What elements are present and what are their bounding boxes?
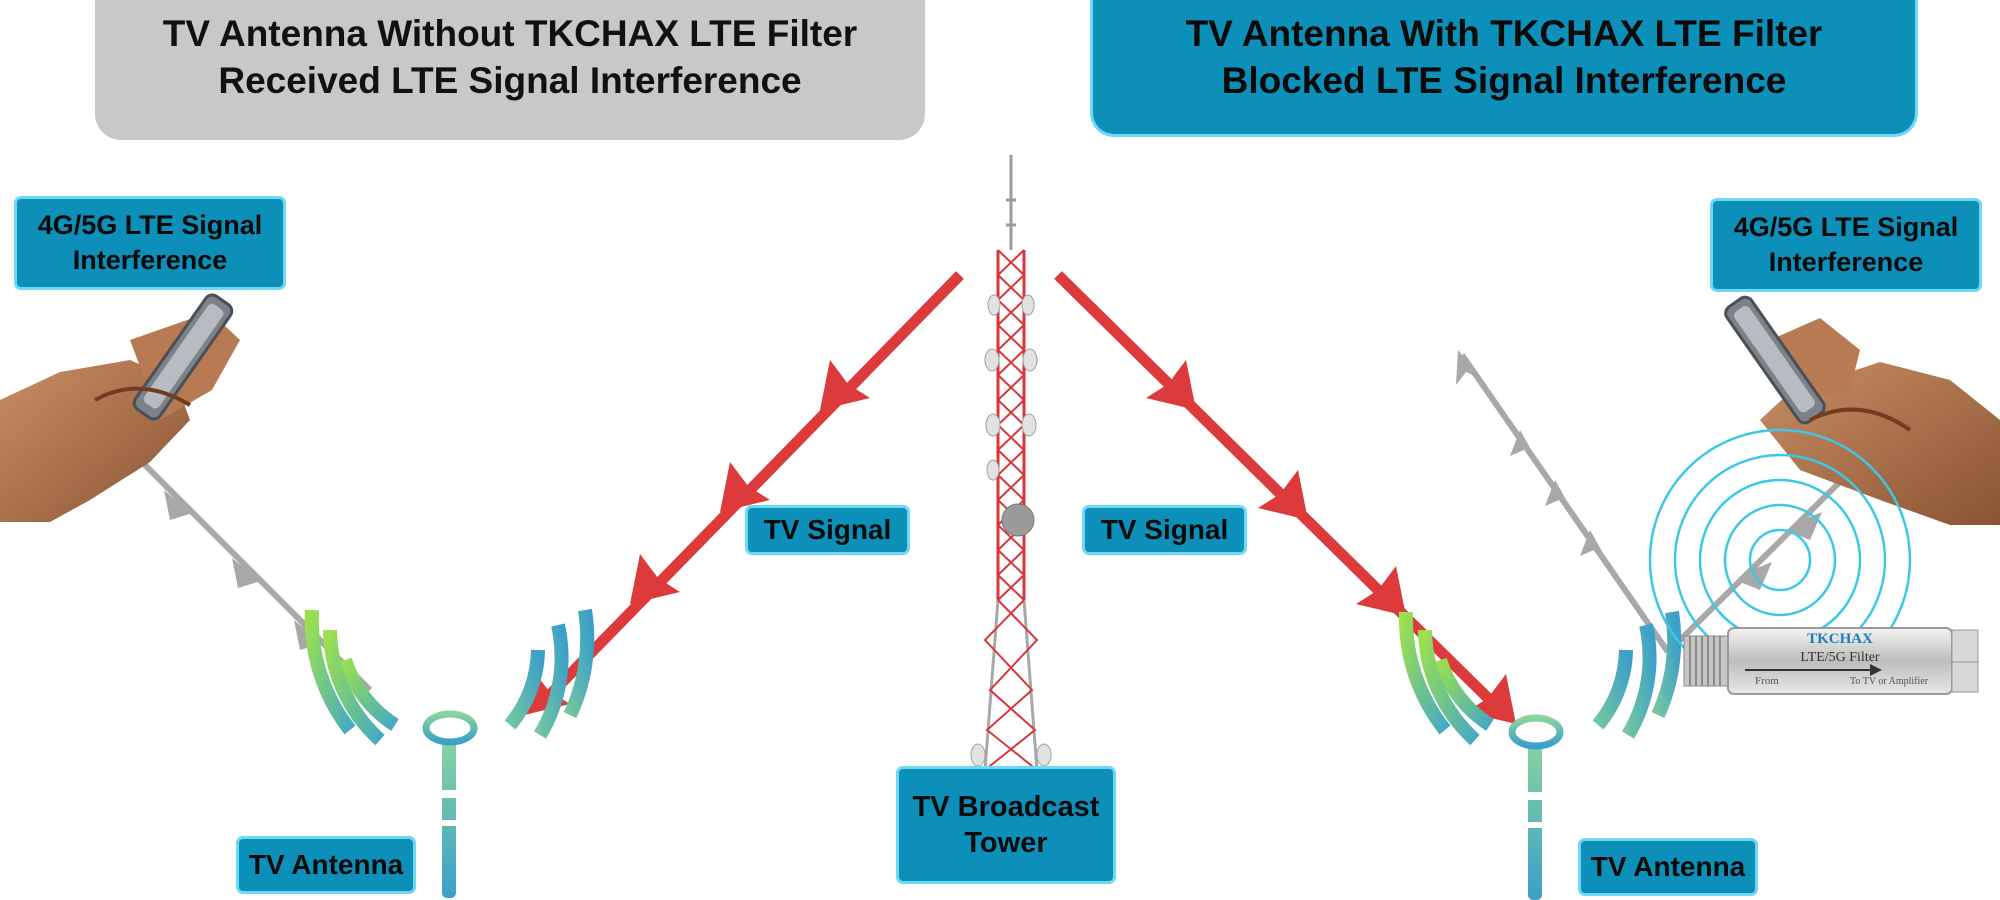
banner-left-line2: Received LTE Signal Interference (218, 60, 802, 101)
tv-antenna-icon (1398, 610, 1682, 900)
lte-label-right-line1: 4G/5G LTE Signal (1733, 212, 1959, 242)
smartphone-hand-icon (1724, 295, 2000, 525)
filter-brand: TKCHAX (1807, 631, 1873, 647)
banner-without-filter: TV Antenna Without TKCHAX LTE Filter Rec… (95, 0, 925, 140)
smartphone-hand-icon (0, 293, 240, 522)
tv-antenna-right-text: TV Antenna (1590, 851, 1746, 882)
lte-label-right-line2: Interference (1768, 247, 1924, 277)
lte-filter-icon: TKCHAX LTE/5G Filter From To TV or Ampli… (1683, 627, 1979, 695)
lte-interference-label-left: 4G/5G LTE Signal Interference (14, 196, 286, 290)
tv-antenna-label-left: TV Antenna (236, 836, 416, 894)
tv-signal-label-right: TV Signal (1082, 505, 1247, 555)
banner-with-filter: TV Antenna With TKCHAX LTE Filter Blocke… (1090, 0, 1918, 137)
tv-antenna-icon (304, 608, 595, 898)
banner-left-line1: TV Antenna Without TKCHAX LTE Filter (162, 13, 858, 54)
lte-interference-label-right: 4G/5G LTE Signal Interference (1710, 198, 1982, 292)
tv-signal-left-text: TV Signal (763, 514, 892, 545)
tower-label-line2: Tower (964, 827, 1048, 859)
lte-label-left-line1: 4G/5G LTE Signal (37, 210, 263, 240)
lte-label-left-line2: Interference (72, 245, 228, 275)
banner-right-line2: Blocked LTE Signal Interference (1221, 60, 1787, 101)
banner-right-line1: TV Antenna With TKCHAX LTE Filter (1185, 13, 1823, 54)
tower-label-line1: TV Broadcast (912, 791, 1100, 823)
filter-from: From (1755, 675, 1779, 687)
tv-broadcast-tower-label: TV Broadcast Tower (896, 766, 1116, 884)
tv-signal-arrow-right (1054, 271, 1516, 724)
tv-antenna-left-text: TV Antenna (248, 849, 404, 880)
filter-to: To TV or Amplifier (1850, 676, 1929, 687)
tv-signal-label-left: TV Signal (745, 505, 910, 555)
tv-signal-right-text: TV Signal (1100, 514, 1229, 545)
tv-antenna-label-right: TV Antenna (1578, 838, 1758, 896)
filter-model: LTE/5G Filter (1800, 650, 1880, 665)
